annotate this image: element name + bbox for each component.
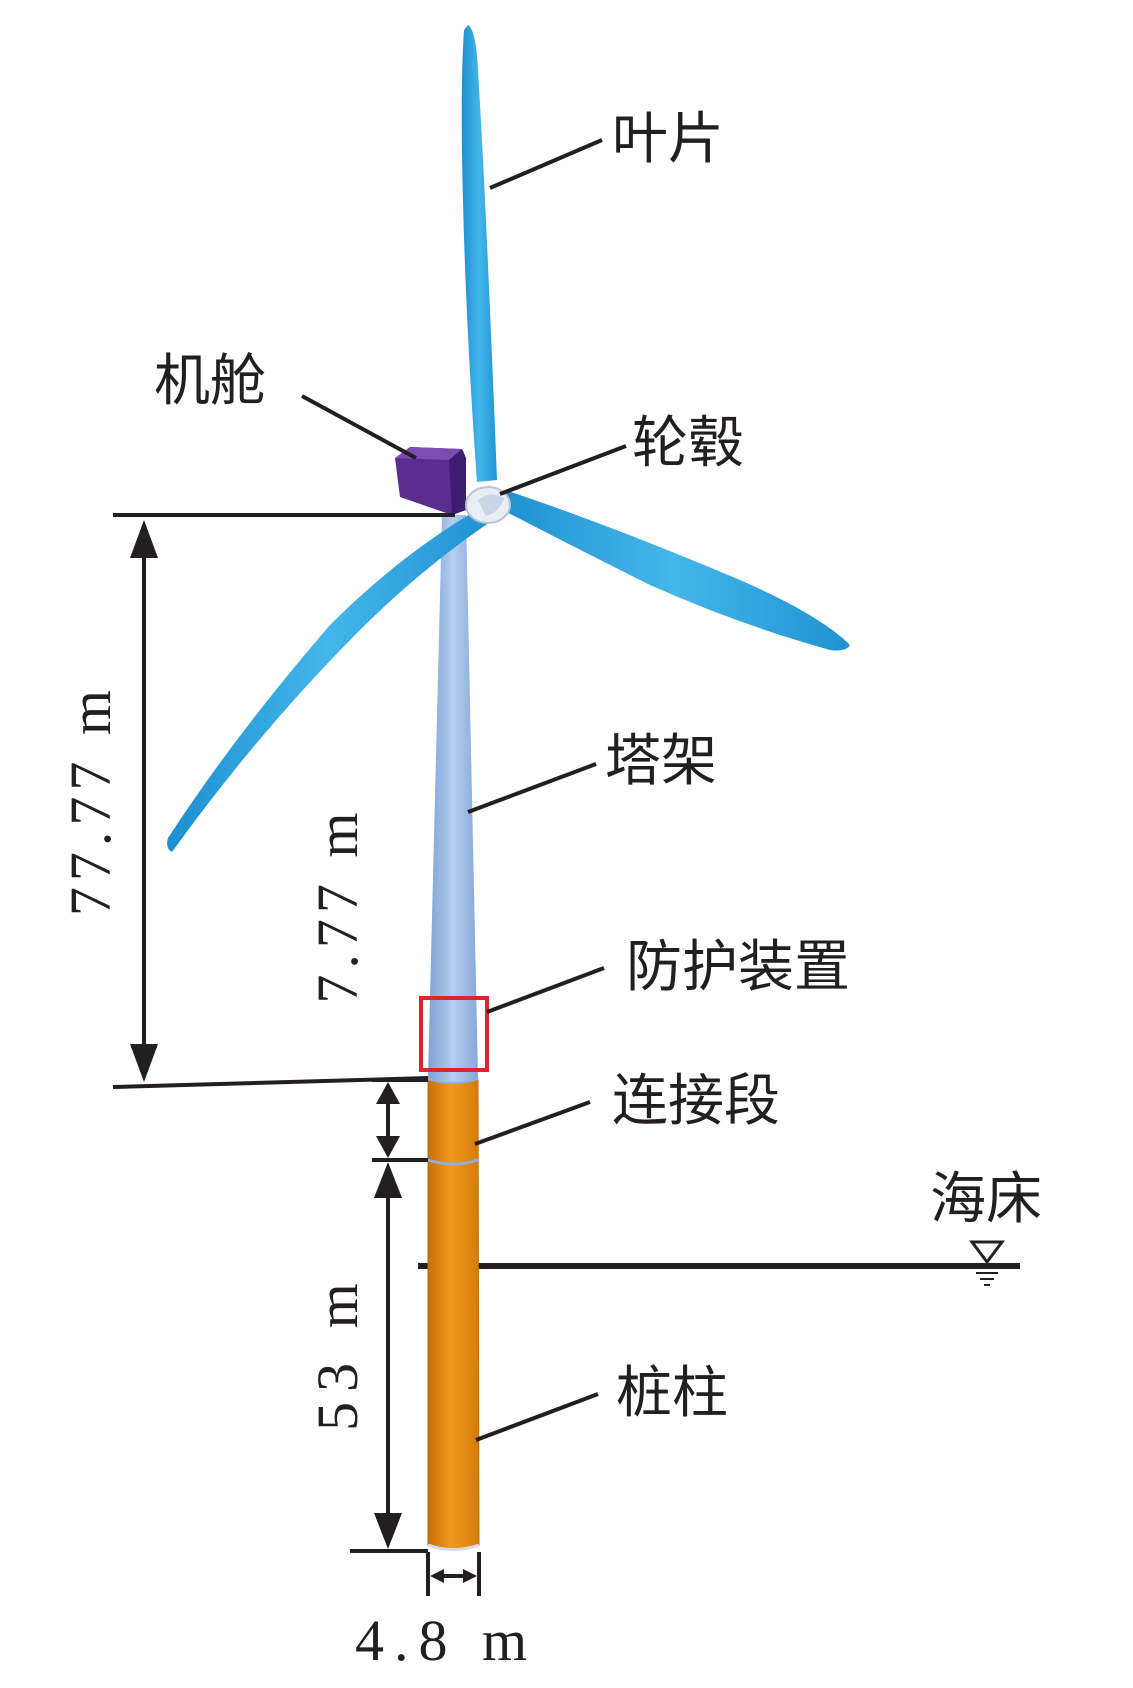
label-transition: 连接段 (612, 1069, 780, 1134)
protection-device-box (419, 996, 489, 1072)
blade-up (461, 25, 497, 482)
leader-hub (499, 444, 627, 496)
dim-transition-length: 7.77 m (305, 806, 428, 1162)
label-hub: 轮毂 (632, 411, 744, 476)
leader-protection (486, 966, 605, 1014)
dim-pile-embedment-text: 53 m (305, 1273, 370, 1431)
tower (428, 515, 478, 1082)
label-nacelle: 机舱 (154, 349, 266, 414)
label-tower: 塔架 (605, 729, 717, 794)
dim-tower-height: 77.77 m (58, 513, 455, 1089)
dim-pile-diameter: 4.8 m (355, 1552, 537, 1673)
leader-transition (474, 1100, 591, 1146)
dim-transition-length-text: 7.77 m (305, 806, 370, 1003)
leader-nacelle (301, 394, 417, 460)
leader-blade (489, 138, 603, 190)
leader-pile (475, 1392, 599, 1442)
blade-right (495, 490, 850, 651)
dim-pile-diameter-text: 4.8 m (355, 1608, 537, 1673)
label-seabed: 海床 (930, 1167, 1042, 1232)
dim-tower-height-text: 77.77 m (58, 684, 123, 916)
leader-tower (467, 762, 597, 814)
label-pile: 桩柱 (616, 1361, 728, 1426)
pile (427, 1079, 480, 1551)
nacelle (395, 447, 466, 515)
label-blade: 叶片 (612, 107, 724, 172)
hub (465, 486, 511, 524)
dim-pile-embedment: 53 m (305, 1162, 428, 1553)
seabed-marker-icon (969, 1240, 1005, 1286)
label-protection: 防护装置 (626, 935, 850, 1000)
blade-left (167, 510, 490, 852)
